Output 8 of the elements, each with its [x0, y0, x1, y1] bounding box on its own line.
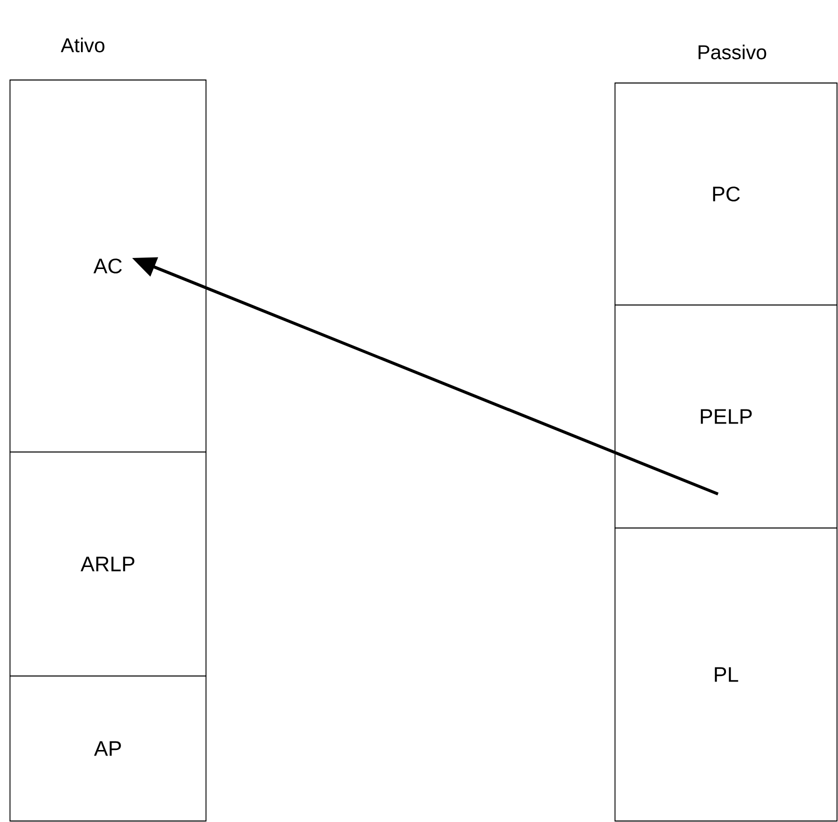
- ledger-box: AC: [10, 80, 206, 452]
- column-heading: Ativo: [60, 38, 104, 52]
- column-heading: Passivo: [698, 44, 766, 60]
- ledger-box: ARLP: [10, 452, 206, 676]
- ledger-box: PELP: [614, 304, 838, 528]
- ledger-box: PC: [614, 82, 838, 306]
- ledger-box: AP: [10, 676, 206, 822]
- ledger-box: PL: [614, 528, 838, 822]
